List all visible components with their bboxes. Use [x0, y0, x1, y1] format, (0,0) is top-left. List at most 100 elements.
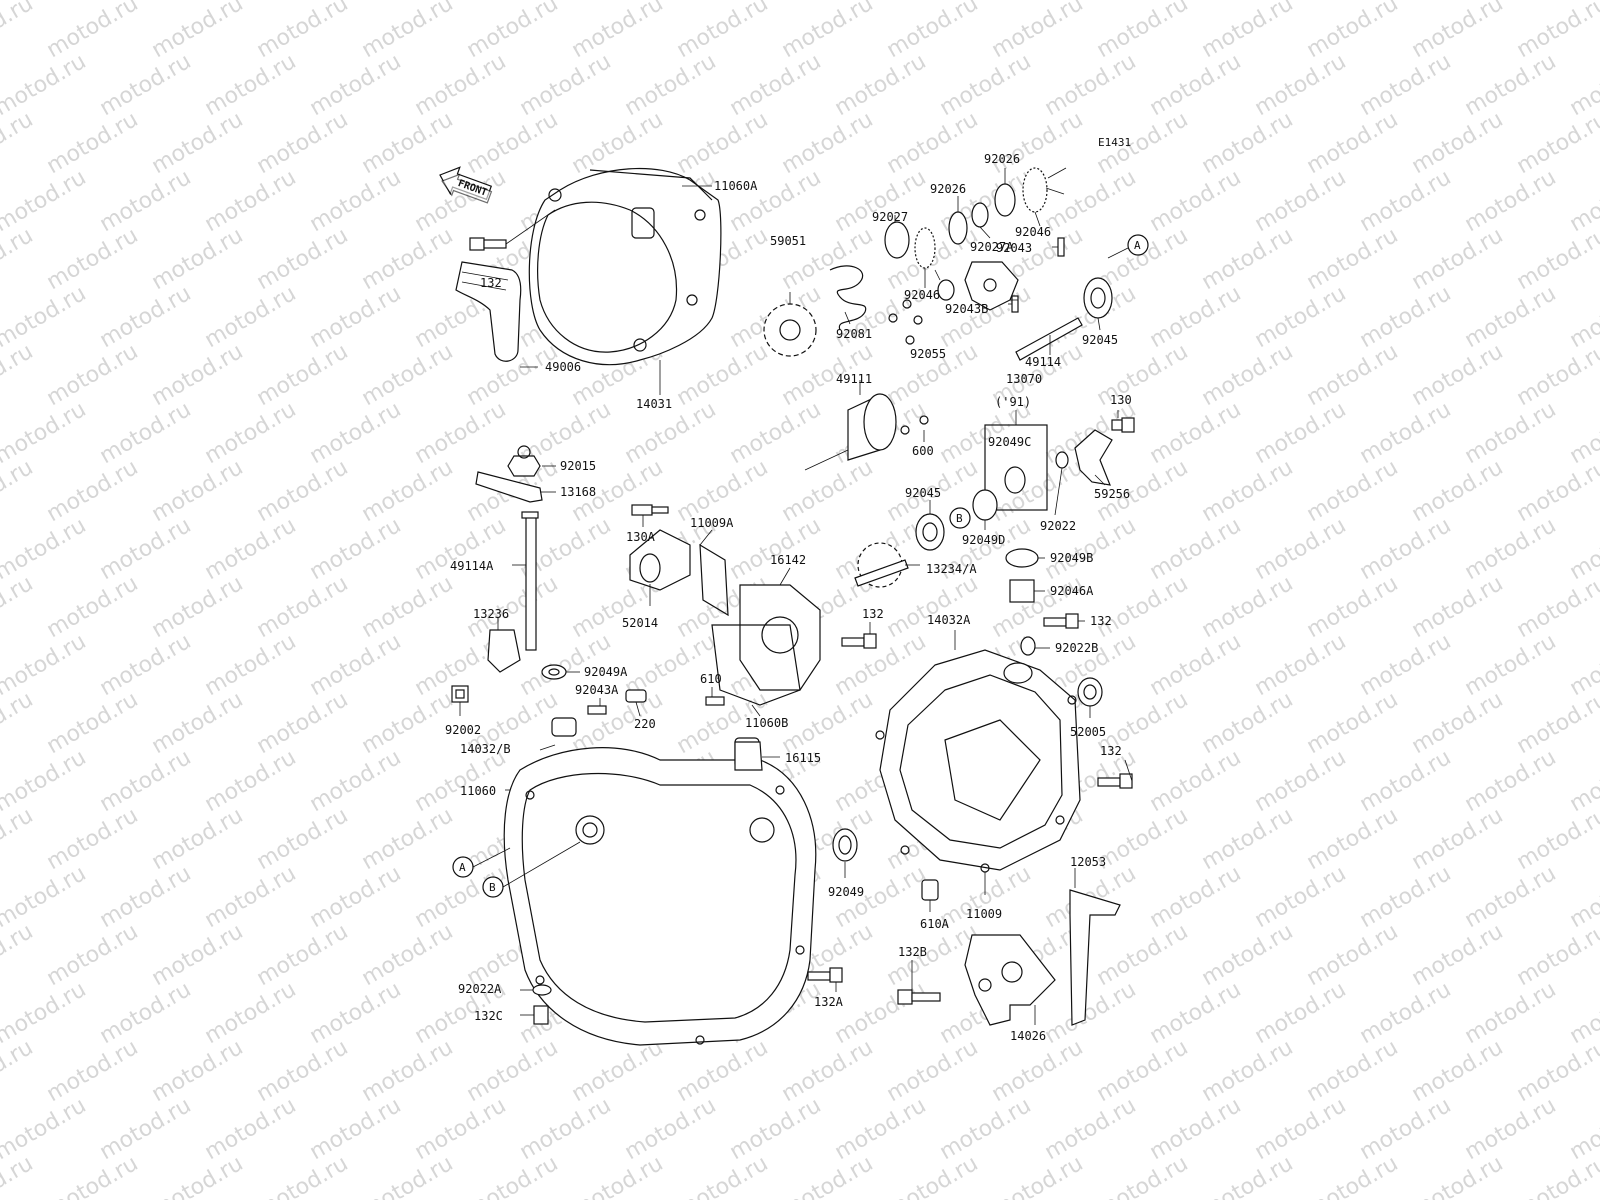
- gear-59051: [763, 303, 817, 357]
- watermark-text: motod.ru: [1093, 1035, 1193, 1107]
- seal-92049D: [972, 489, 998, 521]
- label-92026-a: 92026: [930, 182, 966, 196]
- watermark-text: motod.ru: [778, 1151, 878, 1200]
- watermark-text: motod.ru: [1251, 977, 1351, 1049]
- watermark-text: motod.ru: [1093, 919, 1193, 991]
- label-49114: 49114: [1025, 355, 1061, 369]
- label-59051: 59051: [770, 234, 806, 248]
- watermark-text: motod.ru: [778, 687, 878, 759]
- label-49114A: 49114A: [450, 559, 494, 573]
- watermark-text: motod.ru: [0, 0, 37, 63]
- label-92043B: 92043B: [945, 302, 988, 316]
- watermark-text: motod.ru: [201, 1093, 301, 1165]
- watermark-text: motod.ru: [1251, 629, 1351, 701]
- watermark-text: motod.ru: [1093, 1151, 1193, 1200]
- watermark-text: motod.ru: [1303, 687, 1403, 759]
- watermark-text: motod.ru: [1356, 281, 1456, 353]
- watermark-text: motod.ru: [1513, 339, 1600, 411]
- watermark-text: motod.ru: [43, 571, 143, 643]
- label-130A: 130A: [626, 530, 656, 544]
- label-92027: 92027: [872, 210, 908, 224]
- watermark-text: motod.ru: [1461, 745, 1561, 817]
- watermark-text: motod.ru: [463, 1035, 563, 1107]
- watermark-text: motod.ru: [201, 745, 301, 817]
- watermark-text: motod.ru: [1461, 165, 1561, 237]
- label-16142: 16142: [770, 553, 806, 567]
- hose-49006: [455, 261, 522, 362]
- bolt-220: [625, 689, 647, 703]
- watermark-text: motod.ru: [1198, 107, 1298, 179]
- watermark-text: motod.ru: [306, 281, 406, 353]
- pin-92043B: [1011, 295, 1019, 313]
- label-92043A: 92043A: [575, 683, 619, 697]
- watermark-text: motod.ru: [1251, 513, 1351, 585]
- watermark-text: motod.ru: [1513, 107, 1600, 179]
- watermark-text: motod.ru: [1303, 919, 1403, 991]
- watermark-text: motod.ru: [306, 629, 406, 701]
- watermark-text: motod.ru: [1461, 397, 1561, 469]
- watermark-text: motod.ru: [358, 1151, 458, 1200]
- watermark-text: motod.ru: [1198, 1035, 1298, 1107]
- label-132-top: 132: [480, 276, 502, 290]
- watermark-text: motod.ru: [1041, 49, 1141, 121]
- watermark-text: motod.ru: [96, 629, 196, 701]
- washer-92022: [1055, 451, 1069, 469]
- label-11009: 11009: [966, 907, 1002, 921]
- watermark-text: motod.ru: [358, 455, 458, 527]
- label-92015: 92015: [560, 459, 596, 473]
- label-92043: 92043: [996, 241, 1032, 255]
- watermark-text: motod.ru: [1408, 571, 1508, 643]
- watermark-text: motod.ru: [43, 0, 143, 63]
- bracket-12053: [1069, 889, 1121, 1026]
- watermark-text: motod.ru: [621, 49, 721, 121]
- bolt-132-top: [469, 209, 556, 251]
- label-92049D: 92049D: [962, 533, 1005, 547]
- watermark-text: motod.ru: [148, 1035, 248, 1107]
- callout-b-left: B: [482, 841, 581, 898]
- watermark-text: motod.ru: [726, 1093, 826, 1165]
- callout-b-right: B: [949, 507, 971, 529]
- watermark-text: motod.ru: [1093, 803, 1193, 875]
- watermark-text: motod.ru: [148, 1151, 248, 1200]
- watermark-text: motod.ru: [0, 1035, 37, 1107]
- watermark-text: motod.ru: [0, 455, 37, 527]
- watermark-text: motod.ru: [1146, 977, 1246, 1049]
- watermark-text: motod.ru: [43, 223, 143, 295]
- watermark-text: motod.ru: [1408, 107, 1508, 179]
- watermark-text: motod.ru: [1408, 339, 1508, 411]
- watermark-text: motod.ru: [253, 223, 353, 295]
- spring-92081: [829, 265, 867, 331]
- watermark-text: motod.ru: [1303, 0, 1403, 63]
- watermark-text: motod.ru: [0, 687, 37, 759]
- bearing-92045-a: [1083, 277, 1113, 319]
- watermark-text: motod.ru: [1093, 0, 1193, 63]
- bolt-132B: [897, 989, 941, 1005]
- watermark-text: motod.ru: [1198, 223, 1298, 295]
- watermark-text: motod.ru: [1356, 1093, 1456, 1165]
- label-13236: 13236: [473, 607, 509, 621]
- watermark-text: motod.ru: [253, 919, 353, 991]
- watermark-text: motod.ru: [0, 803, 37, 875]
- watermark-text: motod.ru: [726, 513, 826, 585]
- watermark-text: motod.ru: [43, 919, 143, 991]
- label-132C: 132C: [474, 1009, 503, 1023]
- bearing-92046-b: [1022, 167, 1048, 213]
- watermark-text: motod.ru: [1356, 397, 1456, 469]
- watermark-text: motod.ru: [1198, 571, 1298, 643]
- watermark-text: motod.ru: [96, 397, 196, 469]
- watermark-text: motod.ru: [778, 107, 878, 179]
- crankcase-cover-11060: [503, 717, 817, 1046]
- bolt-132A: [807, 967, 843, 983]
- watermark-text: motod.ru: [1461, 49, 1561, 121]
- watermark-text: motod.ru: [253, 687, 353, 759]
- nut-92015: [507, 445, 541, 477]
- watermark-text: motod.ru: [1408, 803, 1508, 875]
- label-49111: 49111: [836, 372, 872, 386]
- label-92049A: 92049A: [584, 665, 628, 679]
- watermark-text: motod.ru: [358, 687, 458, 759]
- label-92049C: 92049C: [988, 435, 1031, 449]
- watermark-text: motod.ru: [1146, 745, 1246, 817]
- bearing-92045-b: [915, 513, 945, 551]
- watermark-text: motod.ru: [1461, 977, 1561, 1049]
- label-92081: 92081: [836, 327, 872, 341]
